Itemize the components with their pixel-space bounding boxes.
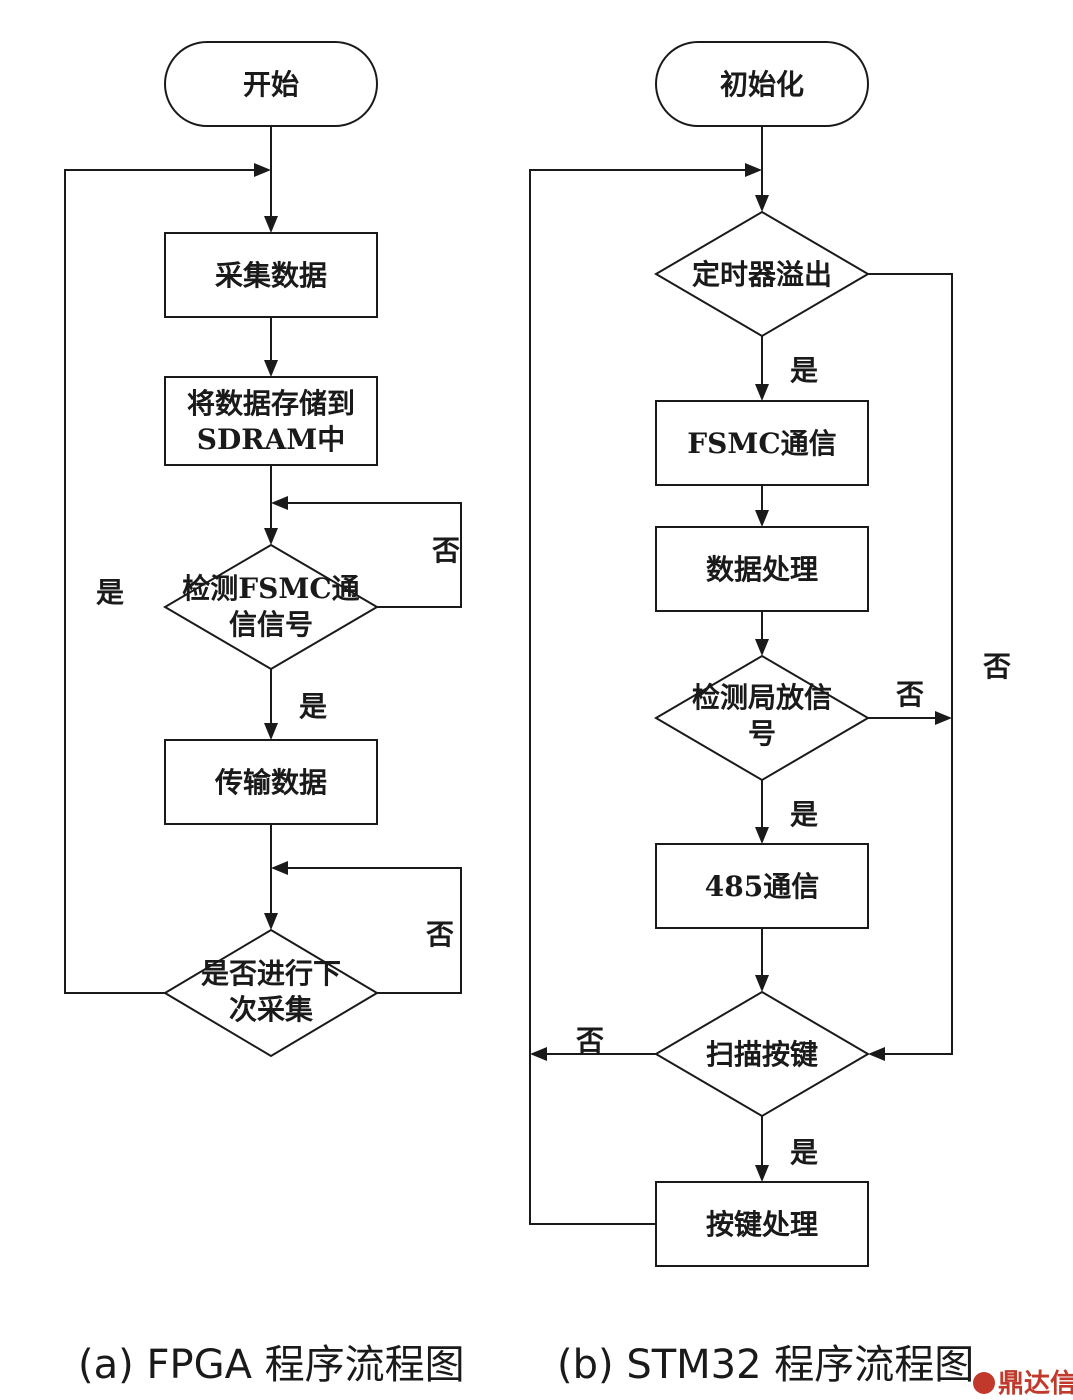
stm32-detect-label-2: 号	[748, 717, 776, 750]
stm32-edge-loop-back	[529, 169, 745, 1225]
fpga-flowchart: 开始 采集数据 将数据存储到 SDRAM中 检测FSMC通 信信号 否 是 传输…	[64, 41, 462, 1058]
arrowhead	[264, 360, 278, 377]
fpga-edge-next-no	[288, 867, 462, 994]
stm32-detect-no-label: 否	[896, 678, 924, 711]
fpga-collect-label: 采集数据	[215, 259, 327, 292]
arrowhead	[755, 639, 769, 656]
stm32-fsmc-box	[655, 400, 869, 486]
arrowhead	[755, 975, 769, 992]
fpga-next-label-2: 次采集	[229, 993, 313, 1026]
watermark-logo: 鼎达信	[973, 1369, 1073, 1399]
stm32-init-label: 初始化	[720, 68, 804, 101]
caption-a: (a) FPGA 程序流程图	[78, 1342, 465, 1388]
arrowhead	[755, 827, 769, 844]
watermark-icon	[973, 1372, 995, 1394]
fpga-detect-no-label: 否	[432, 534, 460, 567]
fpga-detect-diamond	[163, 543, 379, 671]
arrowhead	[530, 1047, 547, 1061]
stm32-key-label: 按键处理	[706, 1208, 818, 1241]
stm32-timer-yes-label: 是	[790, 354, 818, 387]
arrowhead	[745, 163, 762, 177]
stm32-detect-yes-label: 是	[790, 798, 818, 831]
fpga-detect-label-2: 信信号	[229, 608, 313, 641]
arrowhead	[254, 163, 271, 177]
fpga-next-diamond	[163, 928, 379, 1058]
fpga-start-label: 开始	[243, 68, 299, 101]
arrowhead	[755, 384, 769, 401]
stm32-process-box	[655, 526, 869, 612]
stm32-edge-timer-no	[868, 273, 953, 1055]
arrowhead	[264, 913, 278, 930]
fpga-collect-box	[164, 232, 378, 318]
stm32-scan-yes-label: 是	[790, 1136, 818, 1169]
stm32-timer-no-label: 否	[983, 650, 1011, 683]
fpga-edge-detect-no	[288, 502, 462, 608]
arrowhead	[755, 1165, 769, 1182]
arrowhead	[271, 861, 288, 875]
arrowhead	[868, 1047, 885, 1061]
stm32-485-box	[655, 843, 869, 929]
stm32-detect-label-1: 检测局放信	[692, 681, 832, 714]
fpga-detect-label-1: 检测FSMC通	[182, 572, 359, 605]
arrowhead	[264, 528, 278, 545]
stm32-key-box	[655, 1181, 869, 1267]
stm32-flowchart: 初始化 定时器溢出 否 是 FSMC通信 数据处理 检测局放信 号 否	[529, 41, 1011, 1267]
arrowhead	[264, 216, 278, 233]
watermark-text: 鼎达信	[998, 1369, 1073, 1399]
arrowhead	[935, 711, 952, 725]
fpga-transfer-label: 传输数据	[214, 766, 327, 799]
fpga-store-label-1: 将数据存储到	[187, 387, 355, 420]
fpga-transfer-box	[164, 739, 378, 825]
fpga-loop-yes-label: 是	[96, 576, 124, 609]
arrowhead	[755, 195, 769, 212]
fpga-detect-yes-label: 是	[299, 690, 327, 723]
arrowhead	[755, 510, 769, 527]
stm32-scan-label: 扫描按键	[706, 1038, 818, 1071]
stm32-process-label: 数据处理	[706, 553, 818, 586]
fpga-store-label-2: SDRAM中	[197, 423, 346, 456]
arrowhead	[264, 723, 278, 740]
stm32-scan-no-label: 否	[576, 1024, 604, 1057]
fpga-next-label-1: 是否进行下	[201, 957, 341, 990]
stm32-timer-label: 定时器溢出	[692, 258, 832, 291]
fpga-edge-next-yes	[64, 169, 254, 994]
arrowhead	[271, 496, 288, 510]
caption-b: (b) STM32 程序流程图	[557, 1342, 974, 1388]
fpga-next-no-label: 否	[426, 918, 454, 951]
stm32-fsmc-label: FSMC通信	[687, 427, 836, 460]
stm32-485-label: 485通信	[705, 870, 819, 903]
